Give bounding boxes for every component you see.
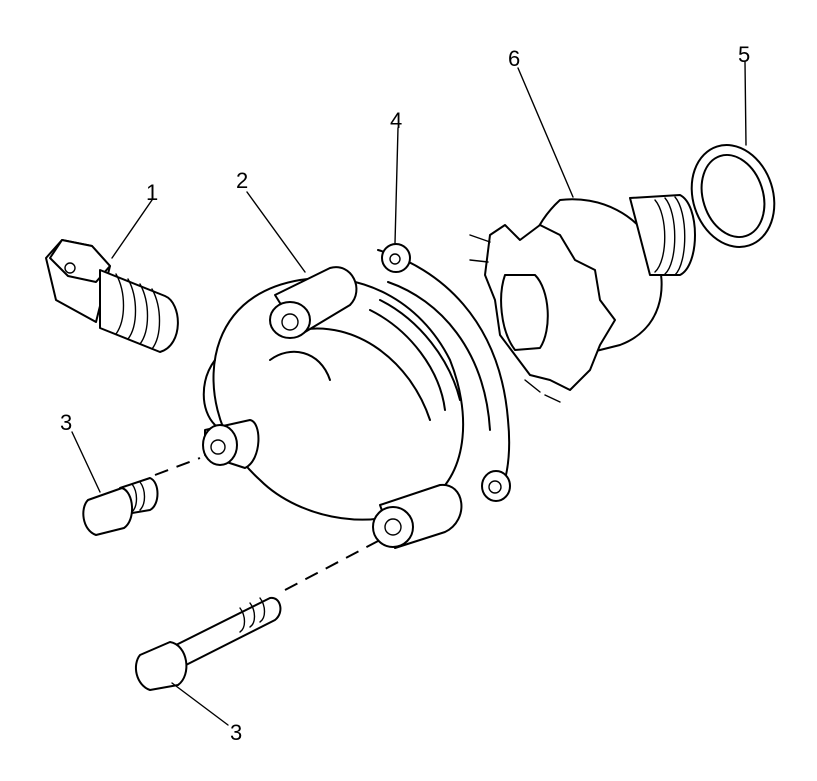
callout-5: 5 xyxy=(738,42,750,67)
part-5-washer xyxy=(690,144,776,248)
callout-4: 4 xyxy=(390,108,402,133)
part-3-long-bolt xyxy=(134,539,381,691)
callout-1: 1 xyxy=(146,180,158,205)
callout-6: 6 xyxy=(508,46,520,71)
part-3-small-bolt xyxy=(82,457,201,536)
part-1-hex-fitting xyxy=(45,239,179,353)
leader-lines xyxy=(71,61,747,726)
part-2-cover-housing xyxy=(202,266,465,549)
callout-3-bottom: 3 xyxy=(230,720,242,745)
callout-2: 2 xyxy=(236,168,248,193)
part-4-gasket xyxy=(377,243,511,502)
part-6-sprocket-gear xyxy=(469,194,696,403)
callout-3-top: 3 xyxy=(60,410,72,435)
callout-labels: 1 2 3 3 4 5 6 xyxy=(60,42,750,745)
